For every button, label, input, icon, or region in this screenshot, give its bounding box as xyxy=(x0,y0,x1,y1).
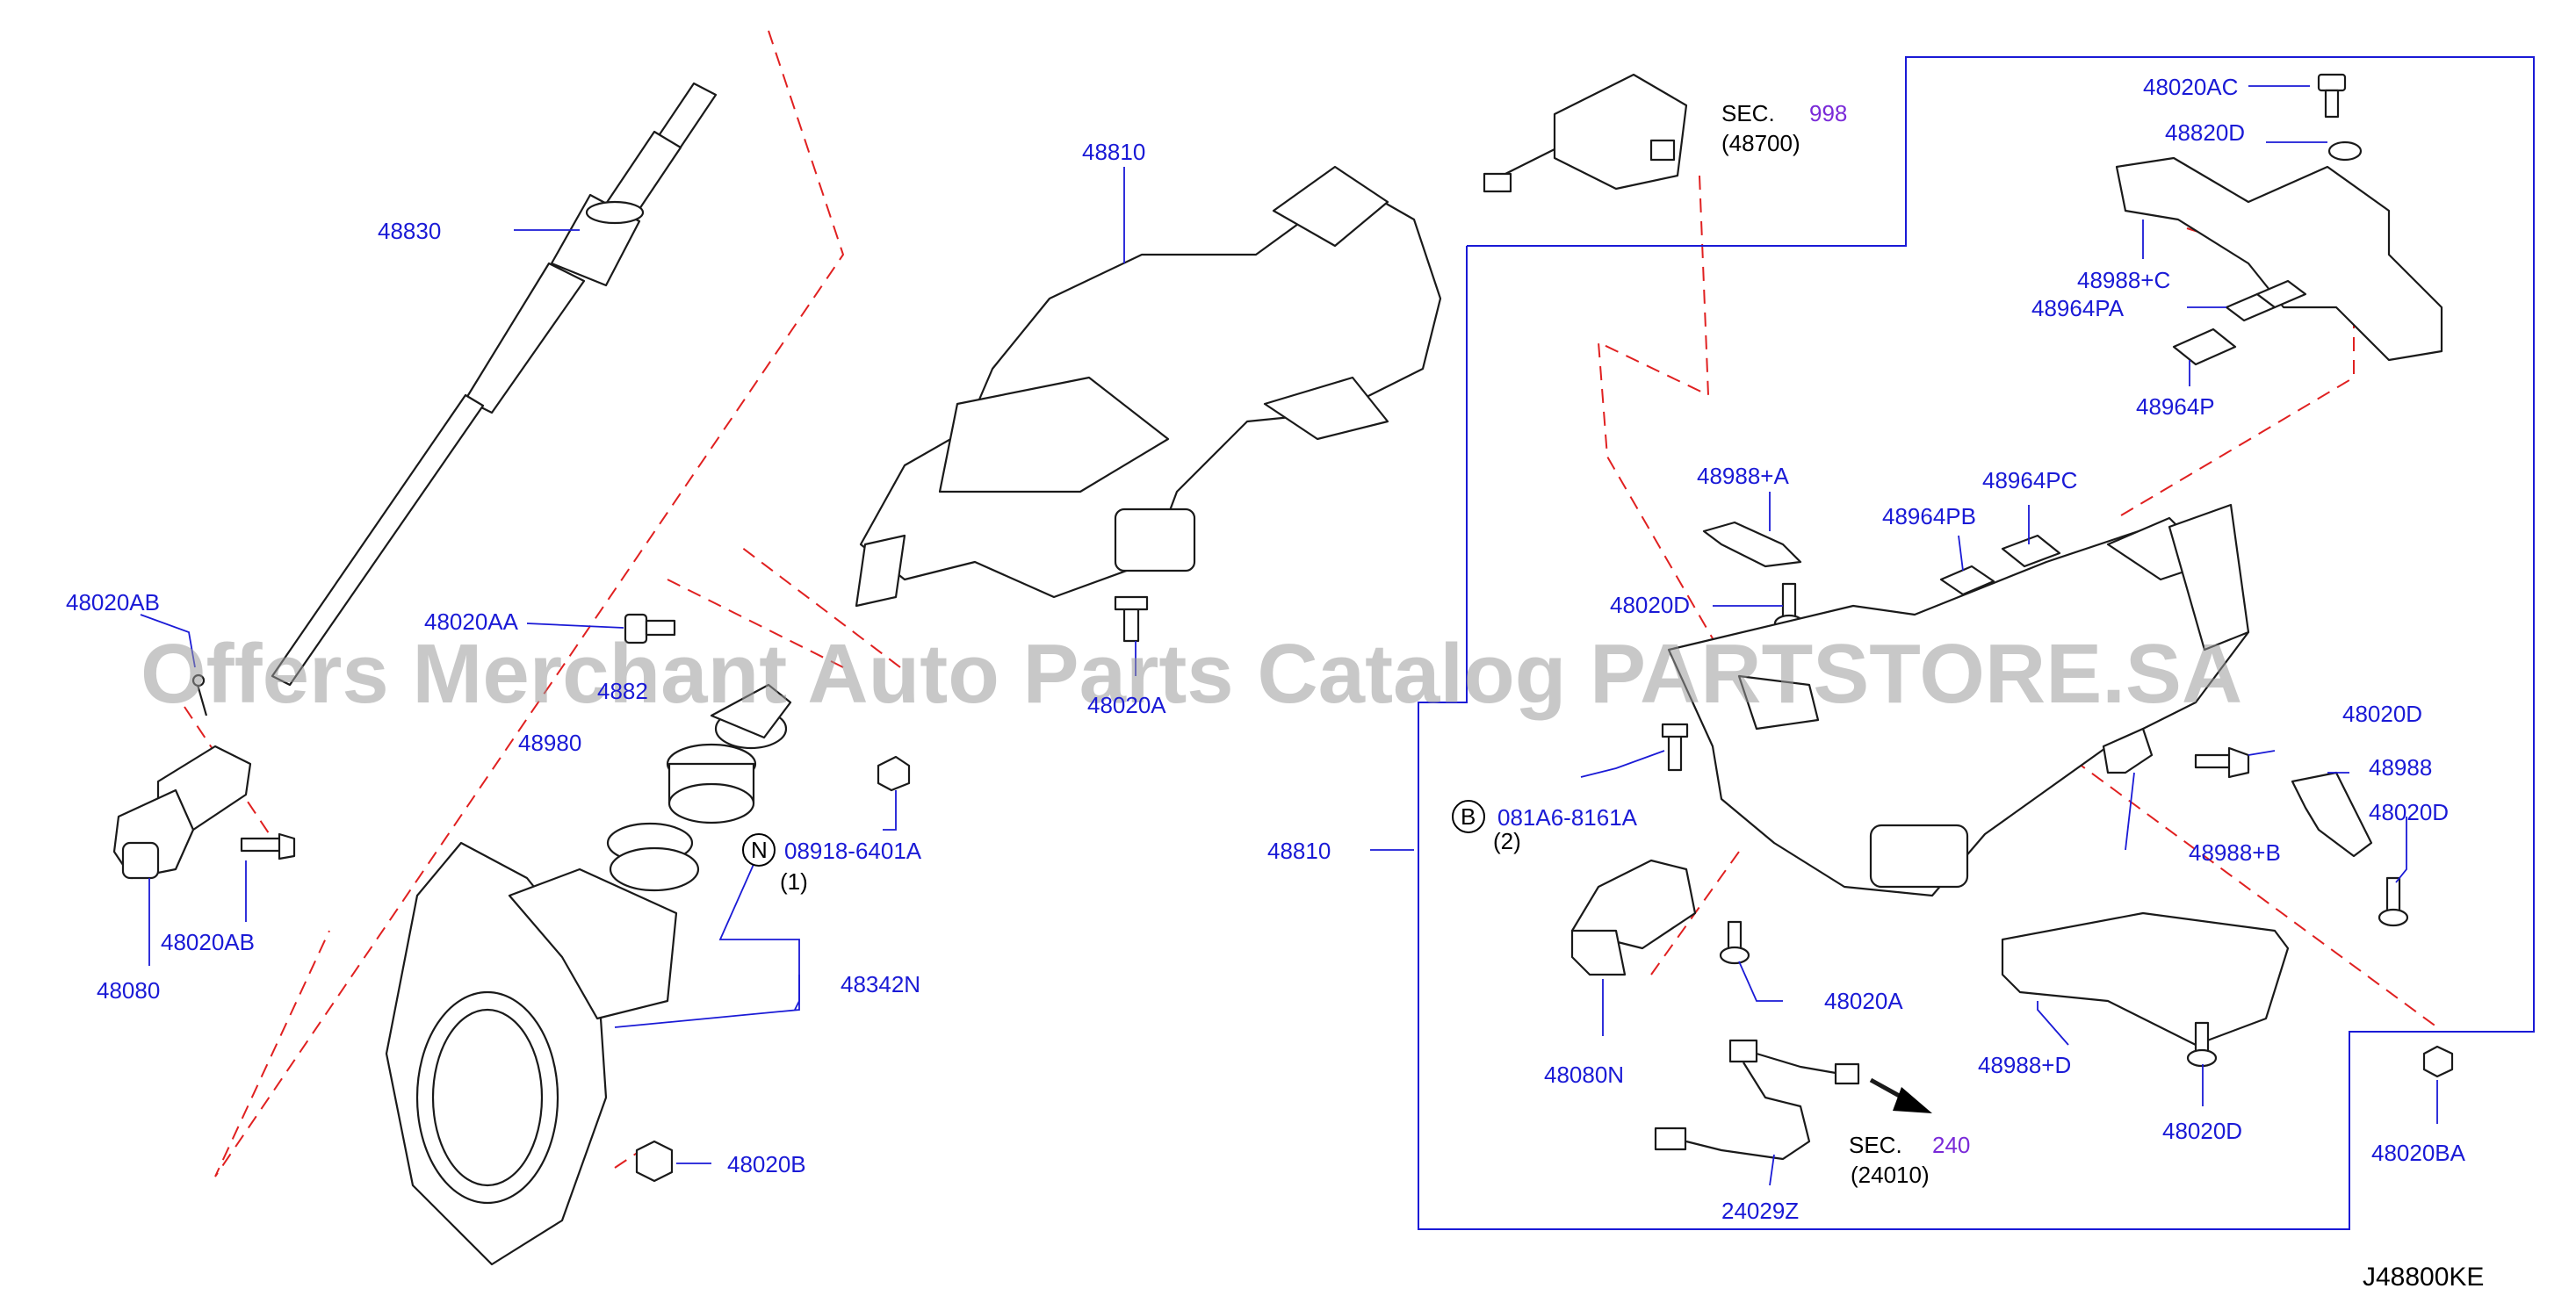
part-48020BA-nut xyxy=(2422,1045,2454,1078)
label-48988C[interactable]: 48988+C xyxy=(2077,267,2170,293)
label-48020AB-bottom[interactable]: 48020AB xyxy=(161,929,255,955)
label-48988A[interactable]: 48988+A xyxy=(1697,463,1789,489)
label-48964PA[interactable]: 48964PA xyxy=(2031,295,2125,321)
section-frame xyxy=(1418,56,2535,1230)
part-48980-grommet xyxy=(666,743,757,824)
label-sec998-link[interactable]: 998 xyxy=(1809,100,1847,126)
label-48820D[interactable]: 48820D xyxy=(2165,119,2245,146)
label-48020D-right1[interactable]: 48020D xyxy=(2342,701,2422,727)
label-081A6-8161A[interactable]: 081A6-8161A xyxy=(1497,804,1638,831)
part-48810-column-lower xyxy=(1667,503,2250,897)
label-48988B[interactable]: 48988+B xyxy=(2189,839,2281,866)
part-48020D-bolt-bottom xyxy=(2186,1021,2218,1068)
part-48020A-bolt-top xyxy=(1114,595,1149,643)
diagram-code: J48800KE xyxy=(2363,1263,2484,1292)
label-sec240-prefix: SEC. xyxy=(1849,1132,1902,1158)
part-48020D-bolt-right2 xyxy=(2378,876,2409,927)
label-24029Z[interactable]: 24029Z xyxy=(1721,1198,1799,1224)
label-sec998-ref: (48700) xyxy=(1721,130,1800,156)
part-sec998-unit xyxy=(1483,73,1688,193)
label-48810-right[interactable]: 48810 xyxy=(1267,838,1331,864)
part-48988D-cover xyxy=(2001,911,2290,1047)
part-48810-column-upper xyxy=(855,165,1442,608)
label-48988[interactable]: 48988 xyxy=(2369,754,2432,781)
label-48020AB-left[interactable]: 48020AB xyxy=(66,589,160,616)
part-4882x-seal xyxy=(710,683,792,750)
label-sec998-prefix: SEC. xyxy=(1721,100,1775,126)
label-48964PB[interactable]: 48964PB xyxy=(1882,503,1976,529)
part-48830-steering-shaft xyxy=(271,82,718,687)
label-48020B[interactable]: 48020B xyxy=(727,1151,806,1177)
part-48988C-bracket xyxy=(2115,156,2443,362)
part-48964PC-pad xyxy=(2001,534,2061,568)
part-48020AC-bolt xyxy=(2317,73,2347,119)
part-48964P-pad xyxy=(2172,328,2237,366)
part-081A6-bolt xyxy=(1661,723,1689,772)
part-24029Z-harness xyxy=(1654,1039,1860,1161)
part-48988B-bracket xyxy=(2102,727,2154,774)
marker-b: B xyxy=(1452,800,1485,833)
part-48964PA-pad xyxy=(2225,279,2307,322)
part-48342N-boot xyxy=(385,822,700,1266)
label-08918-qty: (1) xyxy=(780,868,808,895)
part-48020AA-bolt xyxy=(624,613,676,644)
marker-n: N xyxy=(742,833,776,867)
part-48080-universal-joint xyxy=(112,745,252,880)
part-48080N-joint xyxy=(1570,859,1697,976)
label-48020A-right[interactable]: 48020A xyxy=(1824,988,1903,1014)
label-48964PC[interactable]: 48964PC xyxy=(1982,467,2077,493)
label-48810-top[interactable]: 48810 xyxy=(1082,139,1145,165)
label-48020D-upper[interactable]: 48020D xyxy=(1610,592,1690,618)
label-4882x[interactable]: 4882 xyxy=(597,678,648,704)
part-labels: 48830 48810 48020AB 48020AB 48080 48020A… xyxy=(66,74,2484,1292)
label-48020AA[interactable]: 48020AA xyxy=(424,608,519,635)
label-sec240-ref: (24010) xyxy=(1851,1162,1930,1188)
label-48020D-right2[interactable]: 48020D xyxy=(2369,799,2449,825)
label-08918-6401A[interactable]: 08918-6401A xyxy=(784,838,922,864)
label-48830[interactable]: 48830 xyxy=(378,218,441,244)
label-48980[interactable]: 48980 xyxy=(518,730,581,756)
part-48988A-clip xyxy=(1702,521,1802,568)
part-48020B-nut xyxy=(635,1140,674,1183)
part-48020D-bolt-right1 xyxy=(2194,746,2250,779)
part-48020AB-bolt-left xyxy=(191,673,208,716)
label-48988D[interactable]: 48988+D xyxy=(1978,1052,2071,1078)
marker-n-letter: N xyxy=(751,837,768,863)
marker-b-letter: B xyxy=(1461,803,1476,830)
label-sec240-link[interactable]: 240 xyxy=(1932,1132,1970,1158)
label-48020BA[interactable]: 48020BA xyxy=(2371,1140,2466,1166)
watermark-text: Offers Merchant Auto Parts Catalog PARTS… xyxy=(141,627,2242,721)
label-081A6-qty: (2) xyxy=(1493,828,1521,854)
label-48020AC[interactable]: 48020AC xyxy=(2143,74,2238,100)
part-48020AB-bolt-bottom xyxy=(240,832,296,860)
part-48988-bracket xyxy=(2291,771,2373,858)
part-48820D-washer xyxy=(2327,140,2363,162)
part-48964PB-pad xyxy=(1939,565,1995,596)
label-48080[interactable]: 48080 xyxy=(97,977,160,1004)
part-nut-08918 xyxy=(877,755,911,792)
sec240-arrow xyxy=(1869,1077,1932,1113)
label-48342N[interactable]: 48342N xyxy=(841,971,920,997)
label-48020D-bottom[interactable]: 48020D xyxy=(2162,1118,2242,1144)
leader-lines xyxy=(140,85,2438,1186)
label-48020A-top[interactable]: 48020A xyxy=(1087,692,1166,718)
part-48020A-bolt-right xyxy=(1719,920,1750,965)
label-48964P[interactable]: 48964P xyxy=(2136,393,2215,420)
label-48080N[interactable]: 48080N xyxy=(1544,1062,1624,1088)
